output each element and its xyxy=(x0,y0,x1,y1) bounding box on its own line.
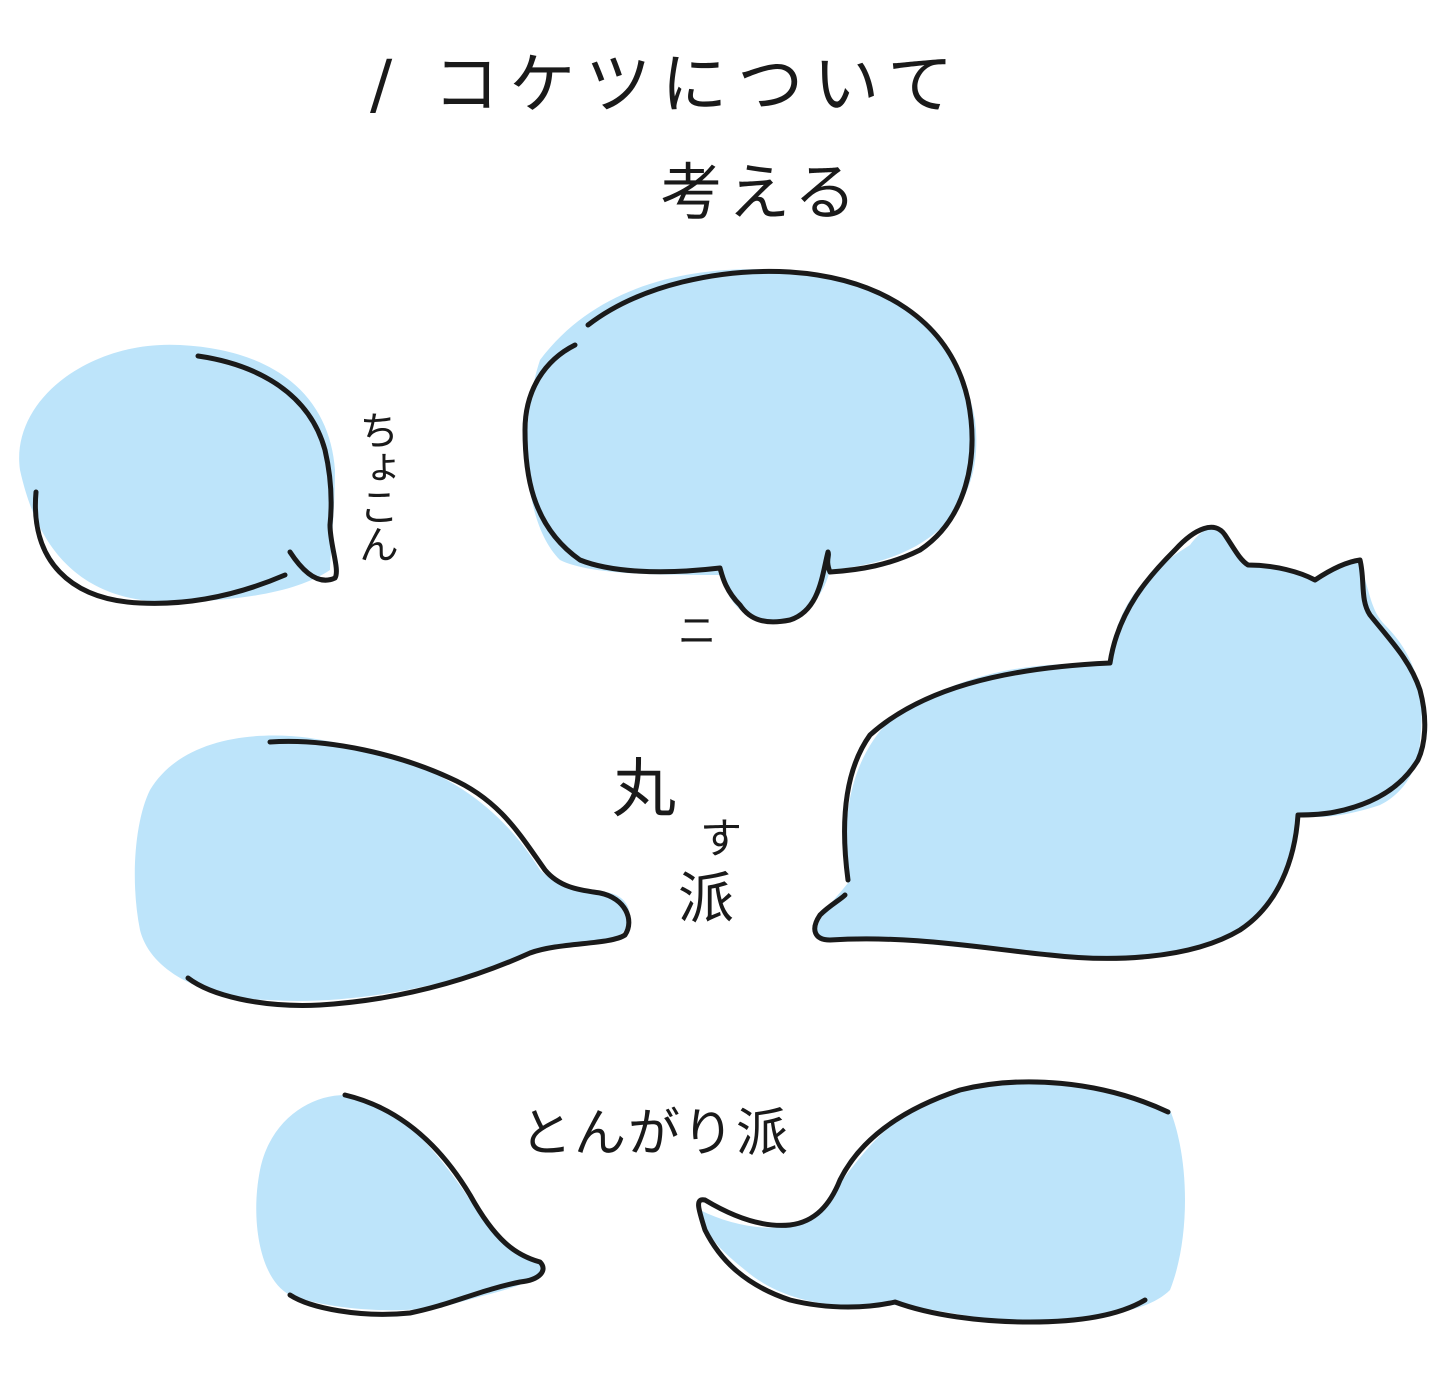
blob-chokon-outline xyxy=(195,353,339,583)
label-maru: 丸 xyxy=(612,753,676,827)
blob-chokon-fill xyxy=(19,344,336,603)
label-tongari: とんがり派 xyxy=(520,1104,791,1164)
label-maru-ha: 派 xyxy=(678,867,734,932)
blob-pointy-right-fill xyxy=(700,1081,1185,1320)
blob-chokon-bottom-outline xyxy=(32,489,288,606)
label-sub: す xyxy=(700,814,743,863)
blob-round-left-outline xyxy=(185,738,632,1008)
blob-pointy-left-outline xyxy=(287,1092,546,1317)
blob-pointy-right-outline xyxy=(696,1079,1171,1325)
blob-cat-fill xyxy=(815,527,1422,958)
blob-round-left-fill xyxy=(134,735,630,1001)
label-mark: ニ xyxy=(678,609,717,653)
blob-pointy-left-fill xyxy=(256,1095,545,1311)
blob-center-fill xyxy=(526,269,977,621)
blob-cat-outline xyxy=(812,524,1428,961)
label-chokon: ちょこん xyxy=(352,410,398,562)
title-line1: / コケツについて xyxy=(370,46,964,123)
blob-center-outline xyxy=(522,268,975,625)
title-line2: 考える xyxy=(660,156,863,229)
